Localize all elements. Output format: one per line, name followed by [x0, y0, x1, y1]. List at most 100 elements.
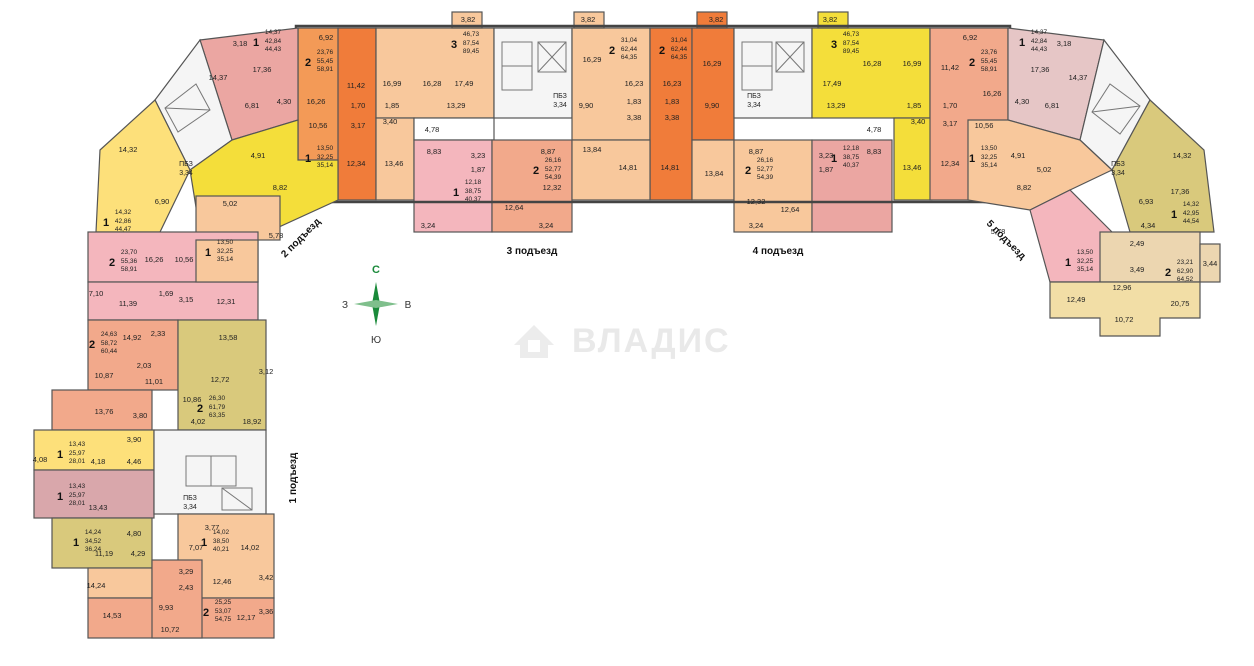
- apartment-living-area: 26,30: [209, 395, 226, 402]
- apartment-rooms: 1: [453, 187, 459, 199]
- apartment-living-area: 31,04: [621, 37, 638, 44]
- compass-west: З: [342, 300, 348, 311]
- apartment-living-area: 13,50: [217, 239, 234, 246]
- room-area-label: 3,23: [819, 151, 834, 160]
- apartment-living-area: 25,25: [215, 599, 232, 606]
- entrance-5-label: 5 подъезд: [984, 218, 1028, 262]
- compass-south: Ю: [371, 335, 381, 346]
- flat-a10-zone: [413, 139, 493, 233]
- utility-area: 3,34: [553, 102, 567, 109]
- room-area-label: 8,82: [273, 183, 288, 192]
- apartment-living-area: 14,24: [85, 529, 102, 536]
- apartment-living-area: 13,43: [69, 441, 86, 448]
- apartment-living-area: 14,02: [213, 529, 230, 536]
- room-area-label: 14,81: [619, 163, 638, 172]
- apartment-rooms: 1: [57, 491, 63, 503]
- apartment-living-area: 46,73: [463, 31, 480, 38]
- room-area-label: 5,78: [991, 227, 1006, 236]
- room-area-label: 10,87: [95, 371, 114, 380]
- apartment-rooms: 1: [201, 537, 207, 549]
- utility-area: 3,34: [183, 504, 197, 511]
- room-area-label: 4,91: [251, 151, 266, 160]
- room-area-label: 3,24: [421, 221, 436, 230]
- room-area-label: 7,10: [89, 289, 104, 298]
- apartment-total-area: 54,39: [545, 174, 562, 181]
- apartment-area: 25,97: [69, 450, 86, 457]
- room-area-label: 14,24: [87, 581, 106, 590]
- room-area-label: 3,18: [233, 39, 248, 48]
- apartment-living-area: 13,50: [317, 145, 334, 152]
- apartment-total-area: 35,14: [981, 162, 998, 169]
- apartment-rooms: 2: [305, 57, 311, 69]
- apartment-total-area: 54,39: [757, 174, 774, 181]
- room-area-label: 5,02: [223, 199, 238, 208]
- entrance-3-label: 3 подъезд: [507, 246, 558, 257]
- flat-a14-zone: [967, 119, 1114, 211]
- room-area-label: 1,83: [627, 97, 642, 106]
- apartment-total-area: 44,54: [1183, 218, 1200, 225]
- room-area-label: 16,28: [863, 59, 882, 68]
- apartment-living-area: 13,50: [1077, 249, 1094, 256]
- entrance-1-label: 1 подъезд: [288, 452, 299, 503]
- room-area-label: 10,56: [975, 121, 994, 130]
- apartment-total-area: 44,43: [1031, 46, 1048, 53]
- room-area-label: 14,53: [103, 611, 122, 620]
- apartment-total-area: 64,35: [621, 54, 638, 61]
- room-area-label: 1,85: [385, 101, 400, 110]
- room-area-label: 1,87: [471, 165, 486, 174]
- utility-area: 3,34: [1111, 170, 1125, 177]
- room-area-label: 12,34: [941, 159, 960, 168]
- apartment-rooms: 2: [745, 165, 751, 177]
- room-area-label: 16,23: [663, 79, 682, 88]
- room-area-label: 14,32: [1173, 151, 1192, 160]
- room-zone: [1199, 243, 1221, 283]
- room-area-label: 14,32: [119, 145, 138, 154]
- room-area-label: 2,49: [1130, 239, 1145, 248]
- apartment-living-area: 46,73: [843, 31, 860, 38]
- apartment-rooms: 1: [1171, 209, 1177, 221]
- apartment-living-area: 13,50: [981, 145, 998, 152]
- room-area-label: 3,49: [1130, 265, 1145, 274]
- flat-a12-zone: [733, 139, 813, 233]
- room-area-label: 16,99: [903, 59, 922, 68]
- watermark-text: ВЛАДИС: [572, 322, 731, 360]
- room-area-label: 3,17: [351, 121, 366, 130]
- room-area-label: 13,84: [705, 169, 724, 178]
- flat-a13-zone: [811, 139, 893, 233]
- room-area-label: 3,23: [471, 151, 486, 160]
- apartment-area: 55,45: [317, 58, 334, 65]
- room-area-label: 3,82: [709, 15, 724, 24]
- room-area-label: 13,58: [219, 333, 238, 342]
- apartment-rooms: 1: [73, 537, 79, 549]
- apartment-living-area: 23,76: [317, 49, 334, 56]
- apartment-total-area: 89,45: [843, 48, 860, 55]
- compass-rose: С Ю З В: [342, 264, 412, 346]
- apartment-area: 38,50: [213, 538, 230, 545]
- apartment-total-area: 44,47: [115, 226, 132, 233]
- room-area-label: 10,86: [183, 395, 202, 404]
- apartment-rooms: 1: [1019, 37, 1025, 49]
- room-area-label: 13,76: [95, 407, 114, 416]
- apartment-rooms: 2: [609, 45, 615, 57]
- room-area-label: 8,82: [1017, 183, 1032, 192]
- utility-code: ПБЗ: [553, 93, 567, 100]
- apartment-total-area: 35,14: [1077, 266, 1094, 273]
- room-area-label: 3,12: [259, 367, 274, 376]
- room-area-label: 13,43: [89, 503, 108, 512]
- apartment-rooms: 3: [451, 39, 457, 51]
- room-area-label: 8,83: [427, 147, 442, 156]
- room-area-label: 6,92: [963, 33, 978, 42]
- apartment-area: 52,77: [545, 166, 562, 173]
